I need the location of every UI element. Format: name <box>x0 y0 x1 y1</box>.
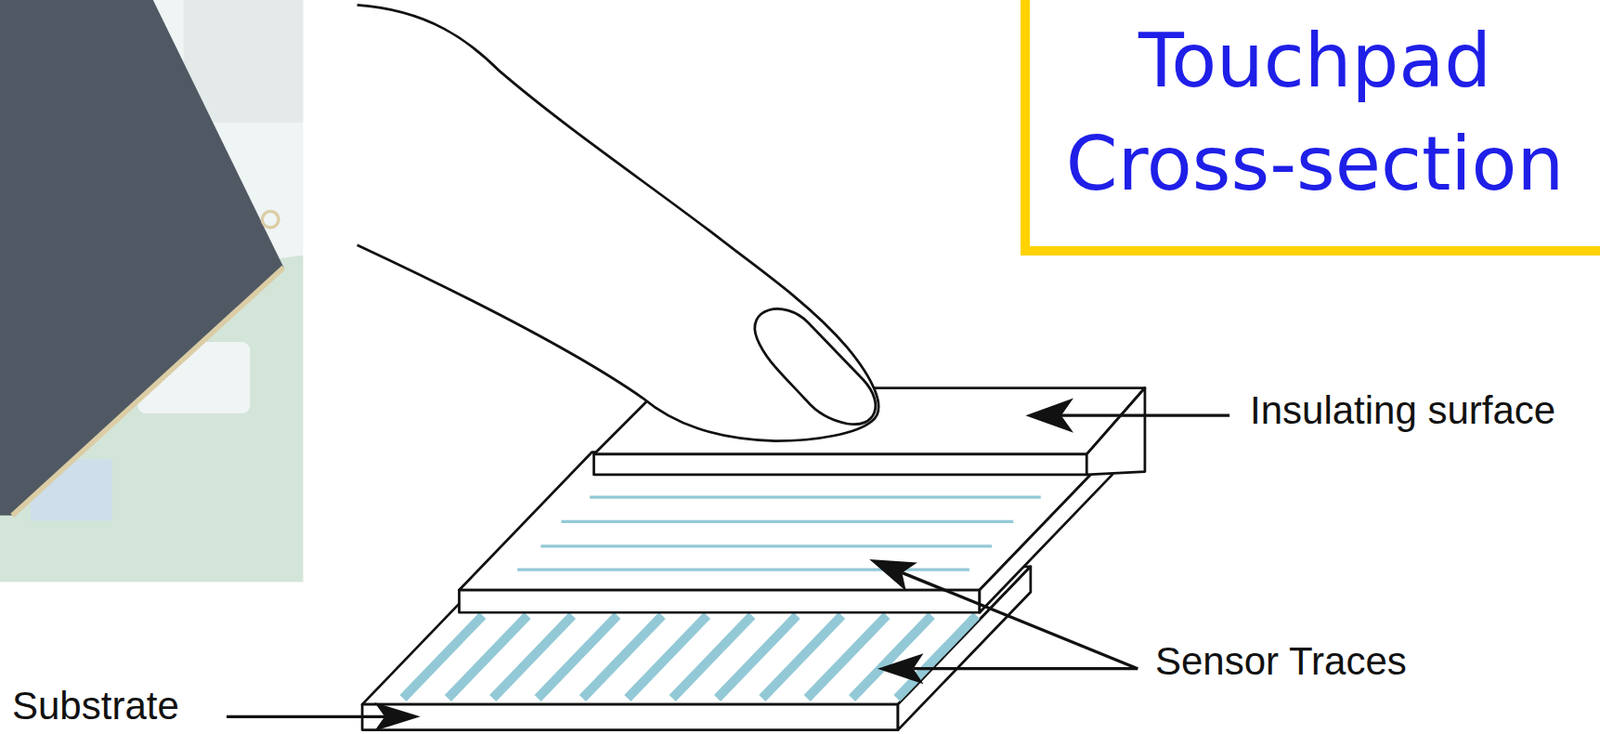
leader-line <box>901 572 1138 668</box>
leader-line <box>912 666 1138 670</box>
insulating-side <box>1086 388 1145 475</box>
substrate-layer <box>362 566 1031 730</box>
part-label: Insulating surface <box>1249 389 1556 432</box>
leader-line <box>1061 414 1230 417</box>
arrow-head <box>1025 398 1074 433</box>
finger-outline <box>357 4 879 441</box>
horizontal-traces <box>517 496 1041 570</box>
arrow-head <box>877 652 924 684</box>
sensor-trace <box>897 615 977 699</box>
substrate-front <box>362 703 898 729</box>
finger-drawing <box>357 4 879 441</box>
part-label: Substrate <box>12 684 180 728</box>
sensor-trace <box>589 494 1041 498</box>
photo-screw <box>261 210 279 228</box>
label-holder: Insulating surface <box>1249 389 1556 432</box>
sensor-trace <box>806 615 887 699</box>
sensor-trace <box>493 615 573 699</box>
label-holder: Sensor Traces <box>1155 639 1407 683</box>
arrow-head <box>374 702 420 731</box>
diagonal-traces <box>403 615 977 699</box>
arrow-head <box>869 559 918 591</box>
photo-pad <box>0 0 284 516</box>
fingernail <box>754 308 876 424</box>
finger-fill <box>357 4 879 441</box>
sensor-trace <box>582 615 663 699</box>
part-label: Sensor Traces <box>1155 639 1407 683</box>
photo-pad-edge <box>12 267 284 516</box>
leader-line <box>226 715 385 718</box>
middle-side <box>979 452 1113 613</box>
sensor-trace <box>560 520 1014 523</box>
sensor-trace <box>716 615 797 699</box>
sensor-trace <box>762 615 843 699</box>
middle-front <box>458 589 979 612</box>
middle-layer <box>458 452 1112 613</box>
title-box: Touchpad Cross-section <box>1020 0 1600 256</box>
sensor-trace <box>403 615 483 699</box>
label-holder: Substrate <box>12 684 180 728</box>
insulating-front <box>594 454 1088 475</box>
touchpad-photo <box>0 0 303 582</box>
sensor-trace <box>852 615 933 699</box>
diagram-title: Touchpad Cross-section <box>1033 10 1597 216</box>
sensor-trace <box>540 544 992 547</box>
leader-arrows <box>226 398 1230 731</box>
photo-ground <box>0 0 303 582</box>
sensor-trace <box>537 615 618 699</box>
sensor-trace <box>672 615 753 699</box>
sensor-trace <box>447 615 528 699</box>
sensor-trace <box>627 615 708 699</box>
